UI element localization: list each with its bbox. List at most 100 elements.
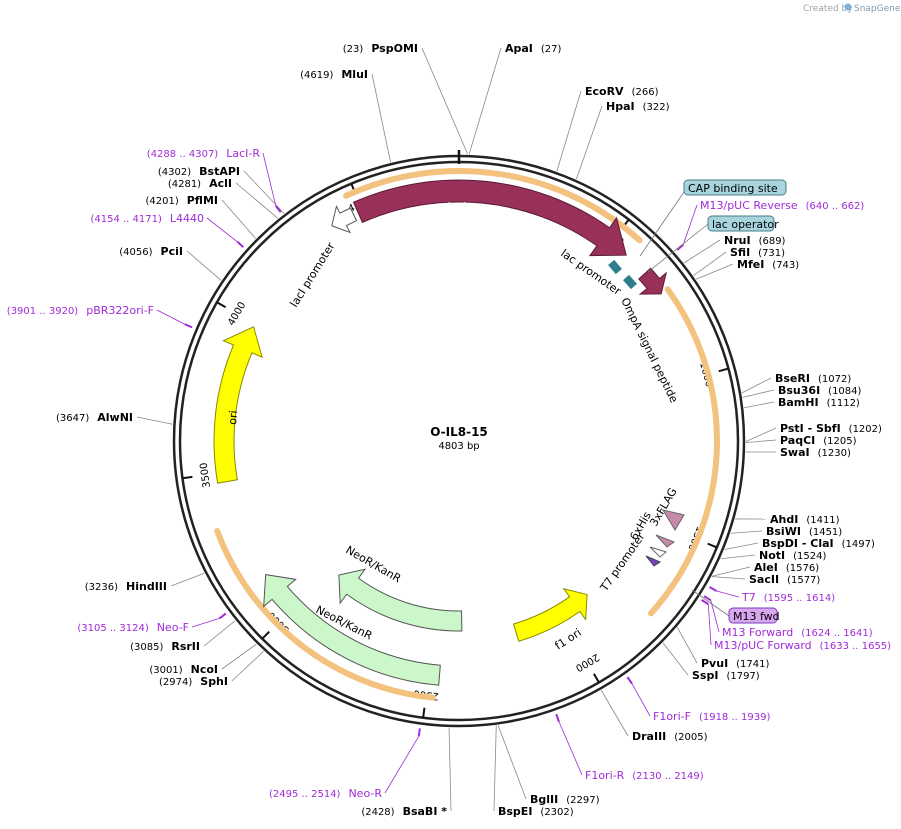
restriction-site[interactable]: MluI(4619) [300, 68, 368, 81]
restriction-site[interactable]: BspDI - ClaI(1497) [762, 537, 875, 550]
restriction-site[interactable]: SwaI(1230) [780, 446, 851, 459]
m13-fwd-tag[interactable]: M13 fwd [691, 589, 780, 624]
laci-gene-arrow[interactable] [352, 179, 627, 257]
site-name: AclI [209, 177, 232, 190]
site-position: (1797) [726, 671, 759, 682]
m13-fwd-arrow[interactable] [645, 555, 662, 567]
restriction-site[interactable]: PaqCI(1205) [780, 434, 857, 447]
restriction-site[interactable]: DraIII(2005) [632, 730, 708, 743]
site-position: (4302) [158, 167, 191, 178]
restriction-site[interactable]: SphI(2974) [159, 675, 228, 688]
site-leader-line [745, 427, 777, 442]
primer[interactable]: Neo-F(3105 .. 3124) [77, 621, 189, 634]
site-leader-line [221, 643, 257, 670]
cap-binding-site-box [683, 179, 787, 196]
site-leader-line [662, 642, 689, 676]
t7-promoter-arrow[interactable] [649, 546, 668, 558]
restriction-site[interactable]: SspI(1797) [692, 669, 760, 682]
primer[interactable]: Neo-R(2495 .. 2514) [269, 787, 382, 800]
site-position: (4201) [145, 196, 178, 207]
primer[interactable]: T7(1595 .. 1614) [741, 591, 835, 604]
restriction-site[interactable]: BseRI(1072) [775, 372, 851, 385]
restriction-site[interactable]: SacII(1577) [749, 573, 820, 586]
primer-leader-line [262, 152, 277, 207]
site-leader-line [600, 690, 629, 737]
site-position: (2302) [540, 807, 573, 818]
restriction-site[interactable]: BsiWI(1451) [766, 525, 842, 538]
restriction-site[interactable]: PvuI(1741) [701, 657, 770, 670]
restriction-site[interactable]: RsrII(3085) [130, 640, 200, 653]
restriction-site[interactable]: SfiI(731) [730, 246, 785, 259]
site-leader-line [695, 263, 734, 280]
lac-operator-tag[interactable]: lac operator [647, 215, 779, 273]
lac-operator-box [707, 215, 775, 232]
restriction-site[interactable]: PciI(4056) [119, 245, 183, 258]
primer-range: (2495 .. 2514) [269, 789, 341, 800]
restriction-site[interactable]: PstI - SbfI(1202) [780, 422, 882, 435]
restriction-site[interactable]: BstAPI(4302) [158, 165, 240, 178]
primer-binding-mark [218, 612, 227, 620]
restriction-site[interactable]: NruI(689) [724, 234, 786, 247]
restriction-site[interactable]: AclI(4281) [168, 177, 232, 190]
cap-binding-site-mark[interactable] [608, 259, 637, 290]
site-name: MfeI [737, 258, 764, 271]
restriction-site[interactable]: HpaI(322) [606, 100, 670, 113]
primer-leader-line [191, 617, 220, 628]
site-name: NotI [759, 549, 785, 562]
restriction-site[interactable]: Bsu36I(1084) [778, 384, 862, 397]
restriction-site[interactable]: BspEI (2302) [498, 805, 574, 818]
restriction-site[interactable]: EcoRV(266) [585, 85, 659, 98]
primer[interactable]: F1ori-F(1918 .. 1939) [653, 710, 770, 723]
primer[interactable]: pBR322ori-F(3901 .. 3920) [7, 304, 154, 317]
restriction-site[interactable]: AlwNI(3647) [56, 411, 133, 424]
ompa-signal-peptide-arrow[interactable] [638, 267, 668, 295]
ori-arrow[interactable] [213, 326, 263, 484]
restriction-site[interactable]: NcoI(3001) [149, 663, 218, 676]
primer[interactable]: LacI-R(4288 .. 4307) [147, 147, 261, 160]
site-name: HpaI [606, 100, 635, 113]
restriction-site[interactable]: HindIII(3236) [85, 580, 167, 593]
primer-name: M13/pUC Reverse [700, 199, 798, 212]
site-name: BamHI [778, 396, 819, 409]
neor-kanr-arrow-inner[interactable] [338, 568, 463, 632]
site-name: SfiI [730, 246, 750, 259]
primer[interactable]: M13/pUC Reverse(640 .. 662) [700, 199, 864, 212]
site-name: PspOMI [371, 42, 418, 55]
site-name: EcoRV [585, 85, 624, 98]
plasmid-name: O-IL8-15 [430, 425, 488, 439]
primer[interactable]: M13/pUC Forward(1633 .. 1655) [714, 639, 891, 652]
restriction-site[interactable]: NotI(1524) [759, 549, 826, 562]
neor-kanr-arrow-outer[interactable] [263, 574, 441, 686]
tick-mark [593, 673, 600, 683]
site-name: BsaBI * [403, 805, 448, 818]
primer[interactable]: F1ori-R(2130 .. 2149) [585, 769, 704, 782]
restriction-site[interactable]: PflMI(4201) [145, 194, 218, 207]
site-name: BglII [530, 793, 558, 806]
primer-binding-mark [417, 728, 421, 737]
cap-binding-site-block [608, 259, 622, 275]
3xflag-arrow[interactable] [661, 509, 685, 531]
restriction-site[interactable]: BglII(2297) [530, 793, 600, 806]
restriction-site[interactable]: ApaI(27) [505, 42, 562, 55]
site-name: MluI [341, 68, 368, 81]
restriction-site[interactable]: BsaBI *(2428) [361, 805, 447, 818]
primer[interactable]: L4440(4154 .. 4171) [90, 212, 204, 225]
primer-name: Neo-F [157, 621, 189, 634]
laci-promoter-arrow[interactable] [331, 204, 358, 234]
restriction-site[interactable]: AhdI(1411) [770, 513, 840, 526]
primer[interactable]: M13 Forward(1624 .. 1641) [722, 626, 873, 639]
f1-ori-arrow[interactable] [512, 587, 588, 642]
restriction-site[interactable]: MfeI(743) [737, 258, 799, 271]
site-name: BspEI [498, 805, 532, 818]
6xhis-arrow[interactable] [655, 534, 676, 548]
restriction-site[interactable]: PspOMI(23) [343, 42, 418, 55]
cap-binding-site-tag[interactable]: CAP binding site [639, 179, 787, 257]
restriction-site[interactable]: BamHI(1112) [778, 396, 860, 409]
site-position: (3085) [130, 642, 163, 653]
primer-binding-mark [676, 243, 684, 251]
restriction-site[interactable]: AleI(1576) [754, 561, 819, 574]
site-leader-lines [136, 47, 777, 812]
site-name: PaqCI [780, 434, 815, 447]
site-position: (2974) [159, 677, 192, 688]
